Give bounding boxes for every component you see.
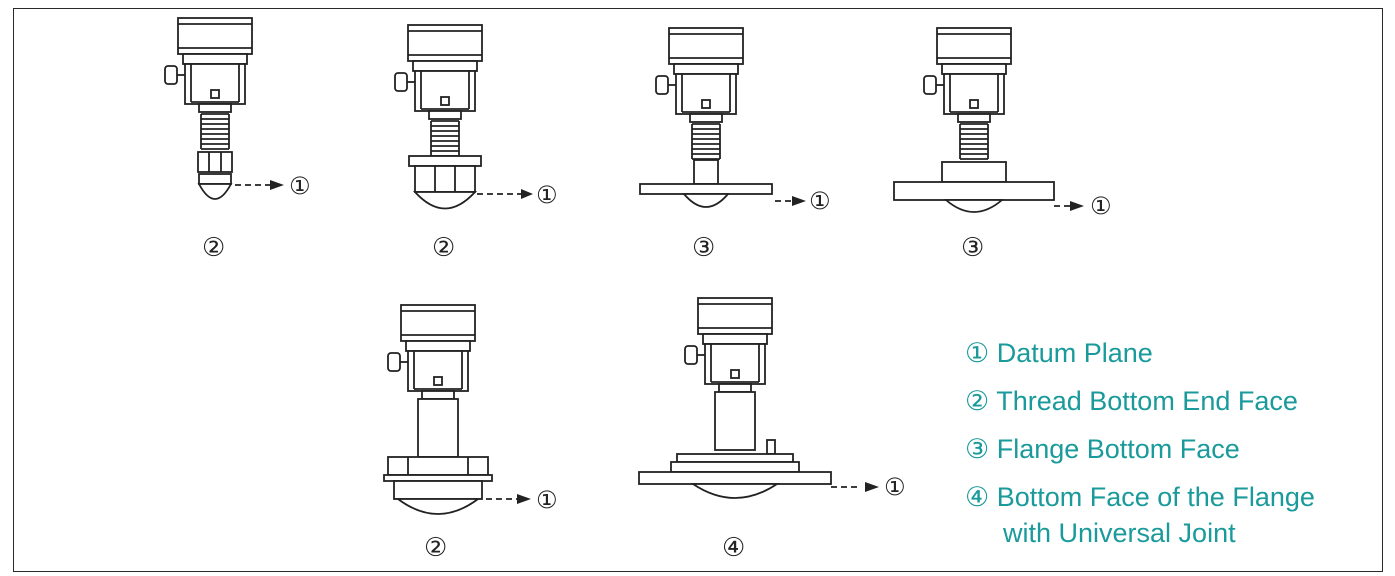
legend-item-universal-joint: ④ Bottom Face of the Flange bbox=[965, 482, 1315, 512]
legend-item-universal-joint-line2: with Universal Joint bbox=[1003, 518, 1236, 548]
device-6 bbox=[638, 297, 832, 499]
datum-marker-1: ① bbox=[289, 172, 311, 200]
type-marker-6: ④ bbox=[722, 533, 746, 563]
datum-marker-6: ① bbox=[884, 473, 906, 501]
datum-marker-4: ① bbox=[1090, 192, 1112, 220]
legend-item-flange-bottom: ③ Flange Bottom Face bbox=[965, 434, 1240, 464]
datum-marker-5: ① bbox=[536, 486, 558, 514]
device-4 bbox=[893, 27, 1055, 213]
datum-leaders bbox=[235, 184, 1070, 500]
datum-marker-2: ① bbox=[536, 181, 558, 209]
device-3 bbox=[639, 27, 773, 208]
legend-item-thread-bottom: ② Thread Bottom End Face bbox=[965, 386, 1298, 416]
type-marker-4: ③ bbox=[961, 233, 985, 263]
type-marker-2: ② bbox=[432, 233, 456, 263]
device-1 bbox=[164, 17, 253, 200]
type-marker-5: ② bbox=[424, 533, 448, 563]
datum-arrowheads bbox=[270, 180, 1084, 504]
device-2 bbox=[394, 24, 483, 210]
type-marker-1: ② bbox=[202, 233, 226, 263]
type-marker-3: ③ bbox=[692, 233, 716, 263]
datum-marker-3: ① bbox=[809, 187, 831, 215]
legend-item-datum-plane: ① Datum Plane bbox=[965, 338, 1153, 368]
device-5 bbox=[383, 304, 493, 515]
